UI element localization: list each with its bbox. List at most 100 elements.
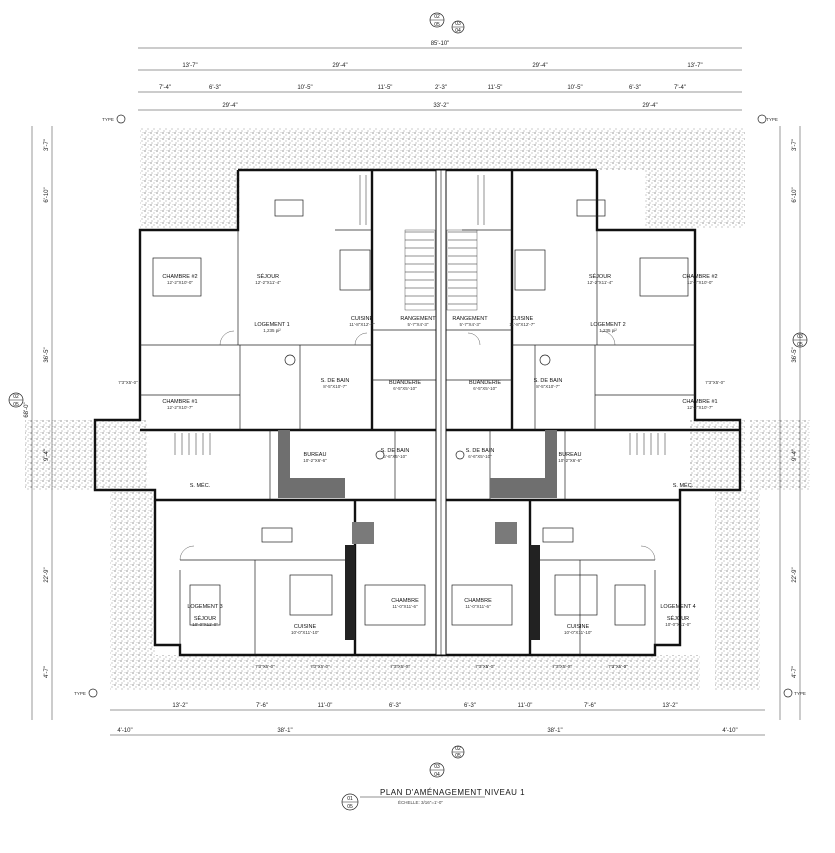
dim-bot-r1-7: 13'-2"	[662, 703, 677, 709]
room-sejour-right: SÉJOUR	[589, 273, 611, 280]
svg-text:05: 05	[797, 342, 803, 348]
dim-right-0: 3'-7"	[792, 139, 798, 151]
type-mark-br: TYPE	[794, 691, 806, 696]
dim-bot-r2-0: 4'-10"	[117, 728, 132, 734]
room-cuisine-bl: CUISINE	[294, 624, 317, 630]
svg-text:02: 02	[455, 746, 461, 752]
room-cuisine-br: CUISINE	[567, 624, 590, 630]
dim-top-r2-2: 10'-5"	[297, 85, 312, 91]
drawing-number-bubble: 01 05	[341, 793, 485, 811]
room-bureau-left: BUREAU	[304, 452, 327, 458]
svg-text:11'-0"X11'-6": 11'-0"X11'-6"	[465, 604, 491, 609]
dim-top-r3-1: 33'-2"	[433, 103, 448, 109]
dim-top-r2-5: 11'-5"	[488, 85, 503, 91]
room-logement3: LOGEMENT 3	[187, 604, 222, 610]
dim-top-r2-3: 11'-5"	[378, 85, 393, 91]
room-logement1: LOGEMENT 1	[254, 322, 289, 328]
room-bureau-right: BUREAU	[559, 452, 582, 458]
elevation-bubble-bottom: 02 05 03 04	[429, 745, 465, 778]
type-mark-tr: TYPE	[766, 117, 778, 122]
svg-text:12'-2"X11'-4": 12'-2"X11'-4"	[255, 280, 281, 285]
building-outline	[93, 168, 742, 657]
svg-text:01: 01	[347, 796, 353, 802]
type-mark-bl: TYPE	[74, 691, 86, 696]
dim-bot-r1-5: 11'-0"	[518, 703, 533, 709]
dim-top-total: 85'-10"	[431, 41, 450, 47]
dim-top-r2-8: 7'-4"	[674, 85, 686, 91]
door-swings	[179, 330, 656, 561]
room-sejour-br: SÉJOUR	[667, 615, 689, 622]
room-smec-right: S. MÉC.	[673, 482, 694, 489]
room-chambre-bl: CHAMBRE	[391, 598, 419, 604]
dimension-lines	[31, 47, 801, 736]
room-sejour-left: SÉJOUR	[257, 273, 279, 280]
dim-right-1: 6'-10"	[792, 187, 798, 202]
svg-text:5'-7"X4'-3": 5'-7"X4'-3"	[460, 322, 481, 327]
room-logement2: LOGEMENT 2	[590, 322, 625, 328]
window-tag-4: 7'3"X5'-0"	[390, 664, 410, 669]
svg-text:8'-5"X10'-7": 8'-5"X10'-7"	[536, 384, 560, 389]
room-sdb-left: S. DE BAIN	[321, 378, 350, 384]
window-tag-1: 7'3"X5'-0"	[705, 380, 725, 385]
drawing-scale: ÉCHELLE: 3/16"=1'-0"	[398, 800, 443, 805]
svg-text:1,235 pi²: 1,235 pi²	[599, 328, 617, 333]
room-sdb-right: S. DE BAIN	[534, 378, 563, 384]
svg-text:05: 05	[347, 804, 353, 810]
svg-text:10'-0"X11'-0": 10'-0"X11'-0"	[192, 622, 218, 627]
svg-text:11'-0"X11'-6": 11'-0"X11'-6"	[392, 604, 418, 609]
lower-partitions	[179, 430, 656, 655]
room-buanderie-left: BUANDERIE	[389, 380, 421, 386]
svg-text:12'-2"X10'-0": 12'-2"X10'-0"	[167, 280, 193, 285]
room-buanderie-right: BUANDERIE	[469, 380, 501, 386]
svg-text:02: 02	[13, 394, 19, 400]
svg-text:03: 03	[455, 21, 461, 27]
dim-bot-r1-2: 11'-0"	[318, 703, 333, 709]
dim-right-3: 9'-4"	[792, 449, 798, 461]
room-smec-left: S. MÉC.	[190, 482, 211, 489]
svg-text:10'-2"X6'-6": 10'-2"X6'-6"	[558, 458, 582, 463]
dim-right-4: 22'-9"	[792, 567, 798, 582]
dim-top-r1-1: 29'-4"	[332, 63, 347, 69]
dim-bot-r2-3: 4'-10"	[722, 728, 737, 734]
svg-text:10'-0"X11'-10": 10'-0"X11'-10"	[564, 630, 592, 635]
room-chambre2-left: CHAMBRE #2	[162, 274, 197, 280]
dim-left-0: 3'-7"	[44, 139, 50, 151]
svg-text:03: 03	[434, 764, 440, 770]
dim-right-2: 36'-5"	[792, 347, 798, 362]
drawing-title: PLAN D'AMÉNAGEMENT NIVEAU 1	[380, 788, 526, 797]
svg-text:05: 05	[434, 22, 440, 28]
svg-text:11'-8"X12'-7": 11'-8"X12'-7"	[509, 322, 535, 327]
svg-text:10'-0"X11'-10": 10'-0"X11'-10"	[291, 630, 319, 635]
room-chambre-br: CHAMBRE	[464, 598, 492, 604]
svg-text:1,235 pi²: 1,235 pi²	[263, 328, 281, 333]
dim-left-total: 68'-0"	[24, 402, 30, 417]
dim-left-1: 6'-10"	[44, 187, 50, 202]
room-cuisine-left: CUISINE	[351, 316, 374, 322]
dim-bot-r1-4: 6'-3"	[464, 703, 476, 709]
svg-text:6'-5"X5'-10": 6'-5"X5'-10"	[393, 386, 417, 391]
elevation-bubble-top: 02 05 03 04	[429, 12, 465, 34]
svg-text:10'-0"X11'-0": 10'-0"X11'-0"	[665, 622, 691, 627]
dim-top-r1-3: 13'-7"	[687, 63, 702, 69]
dim-top-r2-6: 10'-5"	[567, 85, 582, 91]
type-mark-tl: TYPE	[102, 117, 114, 122]
svg-text:11'-8"X12'-7": 11'-8"X12'-7"	[349, 322, 375, 327]
dim-top-r2-0: 7'-4"	[159, 85, 171, 91]
window-tag-3: 7'3"X5'-0"	[310, 664, 330, 669]
svg-text:10'-2"X6'-6": 10'-2"X6'-6"	[303, 458, 327, 463]
room-cuisine-right: CUISINE	[511, 316, 534, 322]
window-tag-7: 7'3"X5'-0"	[608, 664, 628, 669]
svg-text:12'-2"X10'-7": 12'-2"X10'-7"	[167, 405, 193, 410]
room-chambre1-right: CHAMBRE #1	[682, 399, 717, 405]
dim-top-r2-4: 2'-3"	[435, 85, 447, 91]
svg-text:12'-2"X10'-0": 12'-2"X10'-0"	[687, 280, 713, 285]
svg-text:5'-7"X4'-3": 5'-7"X4'-3"	[408, 322, 429, 327]
dim-bot-r1-6: 7'-6"	[584, 703, 596, 709]
exterior-paving	[25, 128, 810, 690]
window-tag-2: 7'3"X5'-0"	[255, 664, 275, 669]
dim-bot-r1-1: 7'-6"	[256, 703, 268, 709]
room-rangement-right: RANGEMENT	[452, 316, 488, 322]
window-tag-5: 7'3"X5'-0"	[475, 664, 495, 669]
svg-text:12'-2"X11'-4": 12'-2"X11'-4"	[587, 280, 613, 285]
